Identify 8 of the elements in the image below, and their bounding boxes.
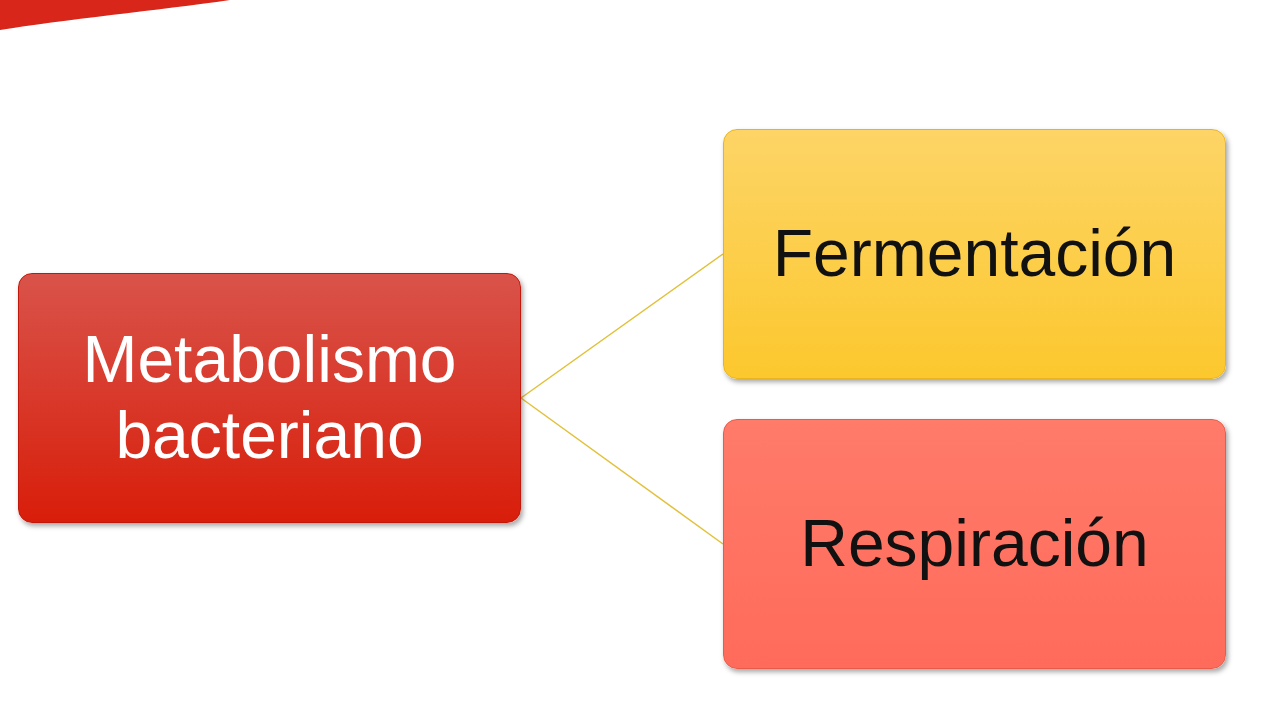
connector-line [520,253,724,399]
process-box [18,273,521,523]
box-label: Metabolismo bacteriano [81,322,458,474]
connector-line [520,397,724,545]
process-box [723,129,1226,379]
process-box [723,419,1226,669]
box-label: Respiración [800,506,1149,582]
box-label: Fermentación [772,216,1177,292]
